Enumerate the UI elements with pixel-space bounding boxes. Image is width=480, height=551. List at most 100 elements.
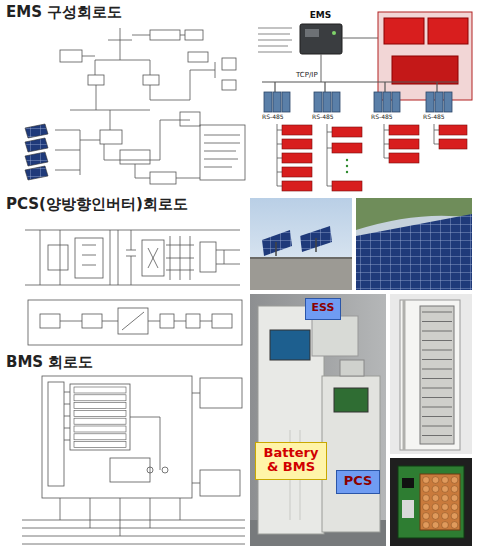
ems-function-block-part	[392, 56, 458, 84]
section-heading: BMS 회로도	[6, 354, 93, 371]
ems-device-part	[300, 24, 342, 54]
rack-slot-part	[422, 426, 452, 427]
tcp-ip-bus-part	[262, 81, 458, 82]
photo-rack	[390, 294, 472, 454]
bus-label: RS-485	[262, 114, 284, 121]
ems-schematic-part	[82, 56, 95, 57]
battery-cell-part	[442, 477, 449, 484]
ems-schematic-part	[88, 75, 104, 85]
battery-cell-part	[432, 495, 439, 502]
controller-cabinet-part	[374, 92, 382, 112]
photo-solar-1-part	[250, 257, 352, 259]
bms-cell	[74, 387, 126, 448]
pcs-schematic-part	[82, 245, 96, 265]
device-box-part	[389, 125, 419, 135]
bms-schematic-part	[42, 376, 192, 498]
bms-schematic-part	[200, 470, 240, 496]
bms-cell-part	[74, 434, 126, 440]
pcs-schematic-part	[82, 314, 102, 328]
device-box-part	[439, 125, 467, 135]
rack-slot	[422, 312, 452, 436]
battery-cell-part	[451, 486, 458, 493]
ems-schematic-part	[222, 80, 236, 90]
battery-cell-part	[451, 522, 458, 529]
pv-panel-symbol-part	[25, 138, 48, 152]
controller-cabinet-part	[282, 92, 290, 112]
rack-slot-part	[422, 312, 452, 313]
photo-solar-1-part	[262, 230, 292, 256]
rack-slot-part	[422, 359, 452, 360]
device-box-part	[332, 181, 362, 191]
controller-cabinet-part	[426, 92, 434, 112]
ems-schematic-part	[60, 50, 82, 62]
controller-cabinet-part	[264, 92, 272, 112]
pcs-schematic-part	[40, 230, 60, 285]
rs485-line-part	[277, 124, 282, 186]
battery-cell-part	[451, 513, 458, 520]
ellipsis-dots	[346, 159, 348, 173]
rack-slot-part	[422, 397, 452, 398]
battery-cell-part	[451, 477, 458, 484]
pcs-schematic-part	[200, 242, 216, 272]
ems-link-line	[321, 38, 378, 82]
rs485-line-part	[384, 124, 389, 158]
ems-schematic-part	[143, 75, 159, 85]
ems-schematic-part	[188, 52, 208, 62]
ems-schematic-part	[200, 125, 245, 180]
pcs-schematic-part	[122, 312, 144, 330]
pv-panel-symbol	[25, 124, 48, 180]
ems-schematic-part	[222, 58, 236, 70]
bms-cell-part	[74, 403, 126, 409]
controller-cabinet-part	[392, 92, 400, 112]
ems-function-block-part	[428, 18, 468, 44]
ems-schematic-part	[70, 85, 150, 130]
battery-cell-part	[423, 513, 430, 520]
pcs-schematic-part	[212, 314, 232, 328]
pcs-schematic-part	[216, 250, 240, 264]
bms-schematic-part	[130, 393, 200, 483]
node-text: EMS	[309, 11, 332, 21]
ems-schematic	[55, 28, 245, 184]
ellipsis-dots-part	[346, 171, 348, 173]
rs485-line	[277, 124, 439, 186]
bms-schematic-part	[22, 520, 245, 544]
ess-tag: ESS	[305, 298, 341, 320]
rack-slot-part	[422, 416, 452, 417]
photo-circuit-board-part	[402, 478, 414, 488]
pcs-schematic-part	[160, 314, 174, 328]
ems-schematic-part	[104, 120, 190, 160]
bms-schematic-part	[64, 392, 70, 440]
bms-schematic-part	[162, 467, 168, 473]
device-box-part	[282, 153, 312, 163]
pcs-schematic-part	[148, 248, 158, 268]
ellipsis-dots-part	[346, 165, 348, 167]
photo-circuit-board-part	[398, 466, 464, 538]
photo-rack-part	[400, 300, 460, 450]
photo-ess-part	[322, 376, 380, 532]
ems-schematic-part	[150, 62, 215, 100]
device-box-part	[282, 139, 312, 149]
bus-label: RS-485	[312, 114, 334, 121]
ems-link-line-part	[321, 54, 322, 82]
bus-label: RS-485	[423, 114, 445, 121]
ems-function-block-part	[378, 12, 472, 100]
battery-cell-part	[442, 522, 449, 529]
photo-solar-1-part	[276, 238, 316, 256]
pcs-schematic-part	[25, 230, 240, 285]
rack-slot-part	[422, 388, 452, 389]
pcs-schematic-part	[28, 300, 242, 345]
photo-ess-part	[270, 330, 310, 360]
ems-device	[300, 24, 342, 54]
controller-cabinet-part	[435, 92, 443, 112]
battery-cell-part	[442, 513, 449, 520]
node-text: PCS	[343, 474, 373, 488]
controller-cabinet	[264, 92, 452, 112]
photo-circuit-board-part	[390, 458, 472, 546]
ems-schematic-part	[180, 112, 200, 126]
device-box-part	[389, 139, 419, 149]
pcs-schematic-part	[186, 314, 200, 328]
bms-cell-part	[74, 442, 126, 448]
network-label: TCP/IP	[296, 71, 318, 79]
photo-rack-part	[390, 294, 472, 454]
